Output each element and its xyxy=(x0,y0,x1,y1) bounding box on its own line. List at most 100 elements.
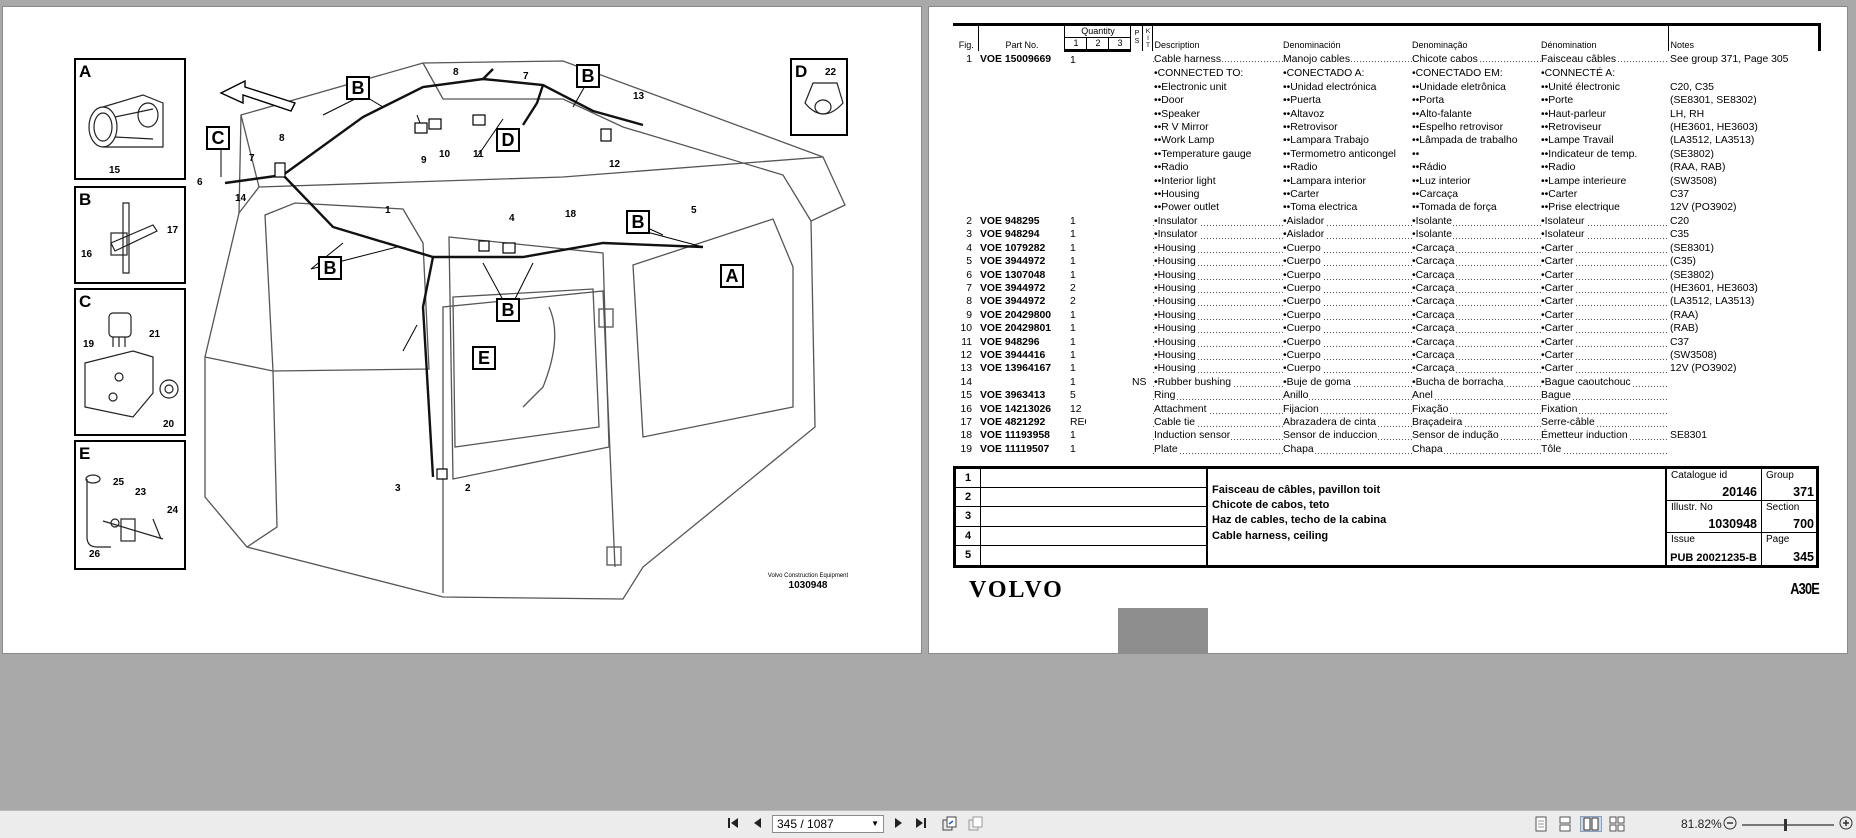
cell-fig: 15 xyxy=(960,390,972,402)
inset-letter-b: B xyxy=(79,190,91,209)
cell-qty-2 xyxy=(1086,161,1108,174)
forward-view-button[interactable] xyxy=(966,816,984,832)
cell-qty-2 xyxy=(1086,362,1108,375)
cell-qty-1: 1 xyxy=(1070,443,1076,455)
two-page-continuous-icon xyxy=(1609,816,1625,832)
cell-denominacion: •Cuerpo xyxy=(1281,268,1411,282)
cell-part-no: VOE 1307048 xyxy=(980,269,1046,281)
inset-frame-a xyxy=(74,58,186,180)
zoom-in-button[interactable] xyxy=(1838,816,1854,832)
cell-part-no: VOE 14213026 xyxy=(980,403,1052,415)
next-page-button[interactable] xyxy=(890,816,908,832)
table-row: ••Speaker••Altavoz••Alto-falante••Haut-p… xyxy=(953,108,1819,121)
cell-denominacao: •Carcaça xyxy=(1410,295,1540,309)
cell-fig: 7 xyxy=(966,282,972,294)
cell-ps xyxy=(1130,403,1152,416)
inset-callout: 25 xyxy=(113,477,125,488)
zoom-slider-thumb[interactable] xyxy=(1784,819,1788,831)
back-view-button[interactable] xyxy=(940,816,958,832)
cell-notes xyxy=(1668,403,1819,416)
zoom-out-button[interactable] xyxy=(1722,816,1738,832)
cell-description: •Rubber bushing xyxy=(1152,375,1282,390)
first-page-icon xyxy=(728,818,738,828)
page-number-input[interactable]: 345 / 1087 ▼ xyxy=(772,815,884,833)
cell-fig: 4 xyxy=(966,242,972,254)
letter-label-b: B xyxy=(324,258,337,278)
cell-ps xyxy=(1130,389,1152,402)
inset-letter-d: D xyxy=(795,62,807,81)
cell-denominacao: ••Luz interior xyxy=(1412,175,1471,187)
two-page-view-button[interactable] xyxy=(1580,816,1602,832)
callout-4: 4 xyxy=(509,213,515,224)
cell-denominacion: •Cuerpo xyxy=(1281,295,1411,309)
cell-fig xyxy=(953,81,978,94)
cell-notes: (LA3512, LA3513) xyxy=(1670,296,1755,308)
cell-denominacion: •Cuerpo xyxy=(1281,335,1411,349)
cell-denominacion: Abrazadera de cinta xyxy=(1281,415,1411,430)
cell-qty-1 xyxy=(1064,81,1086,94)
cell-qty-1 xyxy=(1064,134,1086,147)
illustr-value: 1030948 xyxy=(1708,517,1757,531)
cell-qty-3 xyxy=(1108,336,1130,349)
cell-part-no xyxy=(978,376,1064,389)
cell-denominacion: •Cuerpo xyxy=(1281,281,1411,296)
inset-frame-b xyxy=(74,186,186,284)
cell-notes: C37 xyxy=(1670,336,1690,348)
cell-notes: (LA3512, LA3513) xyxy=(1670,135,1755,147)
cell-qty-2 xyxy=(1086,416,1108,429)
cell-qty-1 xyxy=(1064,188,1086,201)
inset-frame-d xyxy=(790,58,848,136)
cell-notes: 12V (PO3902) xyxy=(1670,202,1737,214)
cell-ps xyxy=(1130,161,1152,174)
continuous-view-button[interactable] xyxy=(1556,816,1574,832)
cell-denominacao: ••Lâmpada de trabalho xyxy=(1412,135,1518,147)
letter-label-b: B xyxy=(502,300,515,320)
cell-denominacion: •Cuerpo xyxy=(1281,308,1411,323)
first-page-button[interactable] xyxy=(724,816,742,832)
chevron-down-icon: ▼ xyxy=(871,819,879,828)
revision-row: 3 xyxy=(956,507,1206,527)
callout-7: 7 xyxy=(523,71,529,82)
cell-qty-1: 1 xyxy=(1070,309,1076,321)
callout-14: 14 xyxy=(235,193,247,204)
cell-qty-3 xyxy=(1108,389,1130,402)
last-page-button[interactable] xyxy=(912,816,930,832)
zoom-slider[interactable] xyxy=(1742,819,1834,831)
revision-row-number: 4 xyxy=(956,526,981,545)
single-page-view-button[interactable] xyxy=(1532,816,1550,832)
cell-part-no: VOE 3944972 xyxy=(980,282,1046,294)
cell-description: ••Housing xyxy=(1154,189,1200,201)
illustr-cell: Illustr. No 1030948 xyxy=(1667,501,1762,533)
cell-denominacao: •Bucha de borracha xyxy=(1410,375,1540,390)
cell-denomination: •Carter xyxy=(1539,295,1669,309)
inset-frame-e xyxy=(74,440,186,570)
cell-description: •Housing xyxy=(1152,335,1282,349)
cell-description: ••Temperature gauge xyxy=(1154,148,1252,160)
cell-denominacion: Fijacion xyxy=(1281,402,1411,416)
table-row: ••R V Mirror••Retrovisor••Espelho retrov… xyxy=(953,121,1819,134)
previous-page-button[interactable] xyxy=(748,816,766,832)
two-page-continuous-button[interactable] xyxy=(1608,816,1626,832)
cell-denomination: Fixation xyxy=(1539,402,1669,416)
cell-qty-3 xyxy=(1108,429,1130,442)
cell-denomination: •CONNECTÉ A: xyxy=(1541,68,1616,80)
cell-part-no xyxy=(978,148,1064,161)
cell-part-no xyxy=(978,188,1064,201)
cell-fig: 12 xyxy=(960,349,972,361)
cell-denomination: ••Lampe Travail xyxy=(1541,135,1614,147)
cell-notes: C35 xyxy=(1670,229,1690,241)
cell-denominacion: •Aislador xyxy=(1281,214,1411,229)
cell-qty-3 xyxy=(1108,228,1130,241)
cell-notes: See group 371, Page 305 xyxy=(1670,54,1789,66)
cell-fig xyxy=(953,94,978,107)
cell-ps xyxy=(1130,108,1152,121)
